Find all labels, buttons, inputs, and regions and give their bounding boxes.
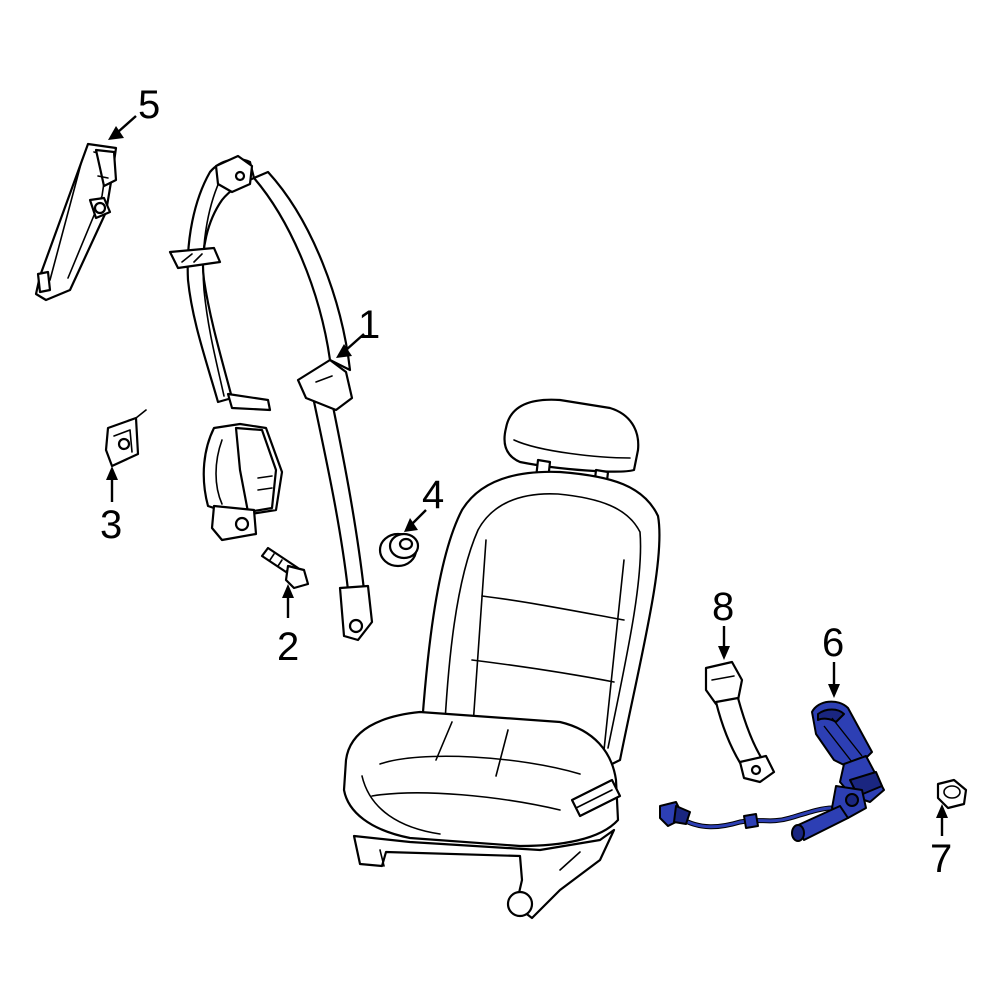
part-4-grommet[interactable] bbox=[378, 532, 420, 568]
seat-reference bbox=[342, 398, 661, 920]
callout-1: 1 bbox=[358, 303, 380, 347]
part-3-clip[interactable] bbox=[104, 409, 147, 468]
part-6-buckle-assembly[interactable] bbox=[659, 700, 885, 842]
callout-arrows bbox=[106, 115, 948, 836]
callout-labels: 1 2 3 4 5 6 7 8 bbox=[100, 83, 952, 881]
callout-2: 2 bbox=[277, 625, 299, 669]
part-7-nut[interactable] bbox=[936, 778, 968, 810]
part-8-buckle-stalk[interactable] bbox=[704, 660, 776, 784]
callout-6: 6 bbox=[822, 621, 844, 665]
callout-8: 8 bbox=[712, 585, 734, 629]
callout-5: 5 bbox=[138, 83, 160, 127]
part-2-bolt[interactable] bbox=[260, 546, 310, 590]
callout-3: 3 bbox=[100, 503, 122, 547]
callout-4: 4 bbox=[422, 473, 444, 517]
callout-7: 7 bbox=[930, 837, 952, 881]
part-5-height-adjuster[interactable] bbox=[34, 142, 118, 302]
part-1-seat-belt-assembly[interactable] bbox=[168, 154, 374, 642]
